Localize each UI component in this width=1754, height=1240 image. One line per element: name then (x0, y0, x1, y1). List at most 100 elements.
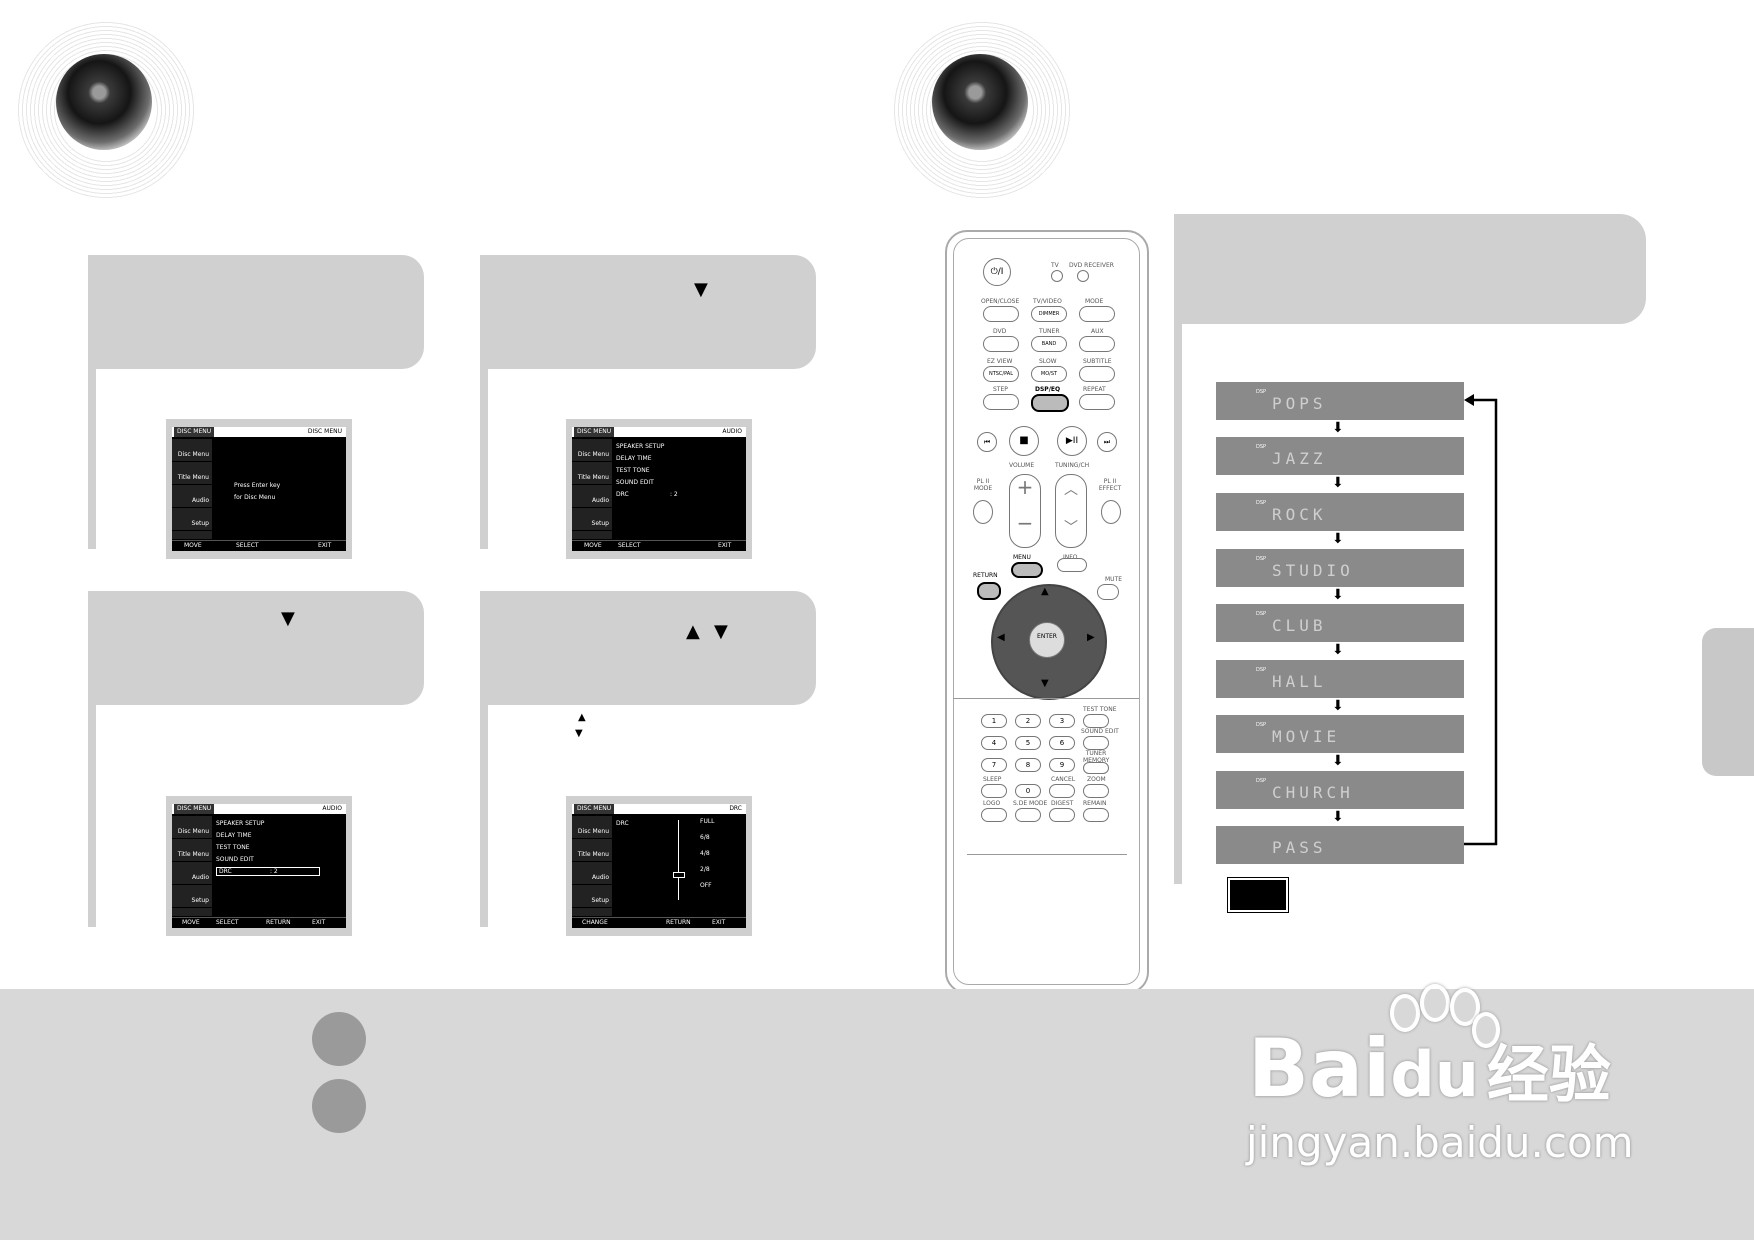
dsp-eq-button[interactable] (1031, 394, 1069, 412)
mute-button[interactable] (1097, 584, 1119, 600)
stop-button[interactable]: ■ (1009, 426, 1039, 456)
menu-sidebar: Disc Menu Title Menu Audio Setup (572, 816, 612, 916)
dsp-mode-church: DSP CHURCH (1216, 771, 1464, 809)
ez-view-button[interactable]: NTSC/PAL (983, 366, 1019, 382)
menu-title-right: AUDIO (322, 805, 342, 812)
info-button[interactable] (1057, 558, 1087, 572)
menu-footer: MOVE SELECT EXIT (572, 540, 746, 551)
skip-forward-icon[interactable]: ⏭ (1097, 432, 1117, 452)
nav-left-icon[interactable]: ◀ (997, 632, 1005, 643)
num-3-button[interactable]: 3 (1049, 714, 1075, 728)
logo-button[interactable] (981, 808, 1007, 822)
menu-message-1: Press Enter key (234, 482, 281, 489)
dsp-mode-label: PASS (1272, 838, 1327, 857)
sleep-button[interactable] (981, 784, 1007, 798)
dsp-mode-label: ROCK (1272, 505, 1327, 524)
num-2-button[interactable]: 2 (1015, 714, 1041, 728)
digest-button[interactable] (1049, 808, 1075, 822)
pl2-effect-button[interactable] (1101, 500, 1121, 524)
sd-mode-button[interactable] (1015, 808, 1041, 822)
label-mode: MODE (1085, 298, 1104, 305)
nav-right-icon[interactable]: ▶ (1087, 632, 1095, 643)
label-dsp-eq: DSP/EQ (1035, 386, 1061, 393)
menu-button[interactable] (1011, 562, 1043, 578)
sound-edit-button[interactable] (1083, 736, 1109, 750)
num-5-button[interactable]: 5 (1015, 736, 1041, 750)
pl2-mode-button[interactable] (973, 500, 993, 524)
note-black-box (1227, 877, 1289, 913)
label-tv-video: TV/VIDEO (1033, 298, 1062, 305)
step-3-rail (88, 705, 96, 927)
step-2-header (480, 255, 816, 369)
repeat-button[interactable] (1079, 394, 1115, 410)
menu-item: DELAY TIME (616, 455, 652, 462)
nav-down-icon[interactable]: ▼ (1041, 678, 1049, 689)
sidebar-disc-menu: Disc Menu (572, 439, 612, 462)
tuning-rocker[interactable]: ︿ ﹀ (1055, 474, 1087, 548)
nav-up-icon[interactable]: ▲ (1041, 586, 1049, 597)
return-button[interactable] (977, 582, 1001, 600)
num-7-button[interactable]: 7 (981, 758, 1007, 772)
dsp-mode-label: CLUB (1272, 616, 1327, 635)
step-1-header (88, 255, 424, 369)
num-9-button[interactable]: 9 (1049, 758, 1075, 772)
volume-rocker[interactable]: + − (1009, 474, 1041, 548)
down-arrow-small-icon: ▼ (575, 728, 583, 739)
dsp-tag: DSP (1256, 611, 1267, 617)
test-tone-button[interactable] (1083, 714, 1109, 728)
step-4-header (480, 591, 816, 705)
dsp-mode-label: CHURCH (1272, 783, 1354, 802)
menu-footer: CHANGE RETURN EXIT (572, 917, 746, 928)
skip-back-icon[interactable]: ⏮ (977, 432, 997, 452)
open-close-button[interactable] (983, 306, 1019, 322)
step-button[interactable] (983, 394, 1019, 410)
num-label: 1 (991, 717, 997, 725)
tuner-memory-button[interactable] (1083, 762, 1109, 774)
sidebar-setup: Setup (172, 885, 212, 908)
label-mute: MUTE (1105, 576, 1123, 583)
step-2-rail (480, 369, 488, 549)
slow-button[interactable]: MO/ST (1031, 366, 1067, 382)
menu-item: TEST TONE (216, 844, 250, 851)
play-pause-button[interactable]: ▶II (1057, 426, 1087, 456)
num-label: 5 (1025, 739, 1031, 747)
label-ntsc-pal: NTSC/PAL (988, 371, 1014, 377)
label-step: STEP (993, 386, 1008, 393)
tv-video-button[interactable]: DIMMER (1031, 306, 1067, 322)
dvd-button[interactable] (983, 336, 1019, 352)
remain-button[interactable] (1083, 808, 1109, 822)
arrow-down-icon: ⬇ (1332, 587, 1344, 603)
footer-select: SELECT (236, 542, 259, 549)
label-digest: DIGEST (1051, 800, 1074, 807)
num-6-button[interactable]: 6 (1049, 736, 1075, 750)
drc-value: : 2 (670, 491, 678, 498)
power-button[interactable]: ⏻/I (983, 258, 1011, 286)
tuning-up-icon: ︿ (1064, 482, 1078, 498)
subtitle-button[interactable] (1079, 366, 1115, 382)
tuner-band-button[interactable]: BAND (1031, 336, 1067, 352)
num-0-button[interactable]: 0 (1015, 784, 1041, 798)
sidebar-setup: Setup (572, 508, 612, 531)
num-8-button[interactable]: 8 (1015, 758, 1041, 772)
menu-item-selected: DRC (216, 867, 320, 876)
volume-down-icon: − (1016, 511, 1034, 535)
label-pl2-effect: PL II EFFECT (1098, 478, 1122, 492)
cancel-button[interactable] (1049, 784, 1075, 798)
dvd-receiver-mode-button[interactable] (1077, 270, 1089, 282)
arrow-down-icon: ⬇ (1332, 531, 1344, 547)
tv-mode-button[interactable] (1051, 270, 1063, 282)
enter-button[interactable]: ENTER (1029, 622, 1065, 658)
dsp-tag: DSP (1256, 778, 1267, 784)
mode-button[interactable] (1079, 306, 1115, 322)
zoom-button[interactable] (1083, 784, 1109, 798)
num-4-button[interactable]: 4 (981, 736, 1007, 750)
label-tuning-ch: TUNING/CH (1055, 462, 1090, 469)
num-1-button[interactable]: 1 (981, 714, 1007, 728)
num-label: 9 (1059, 761, 1065, 769)
sidebar-disc-menu: Disc Menu (572, 816, 612, 839)
footer-select: SELECT (618, 542, 641, 549)
aux-button[interactable] (1079, 336, 1115, 352)
